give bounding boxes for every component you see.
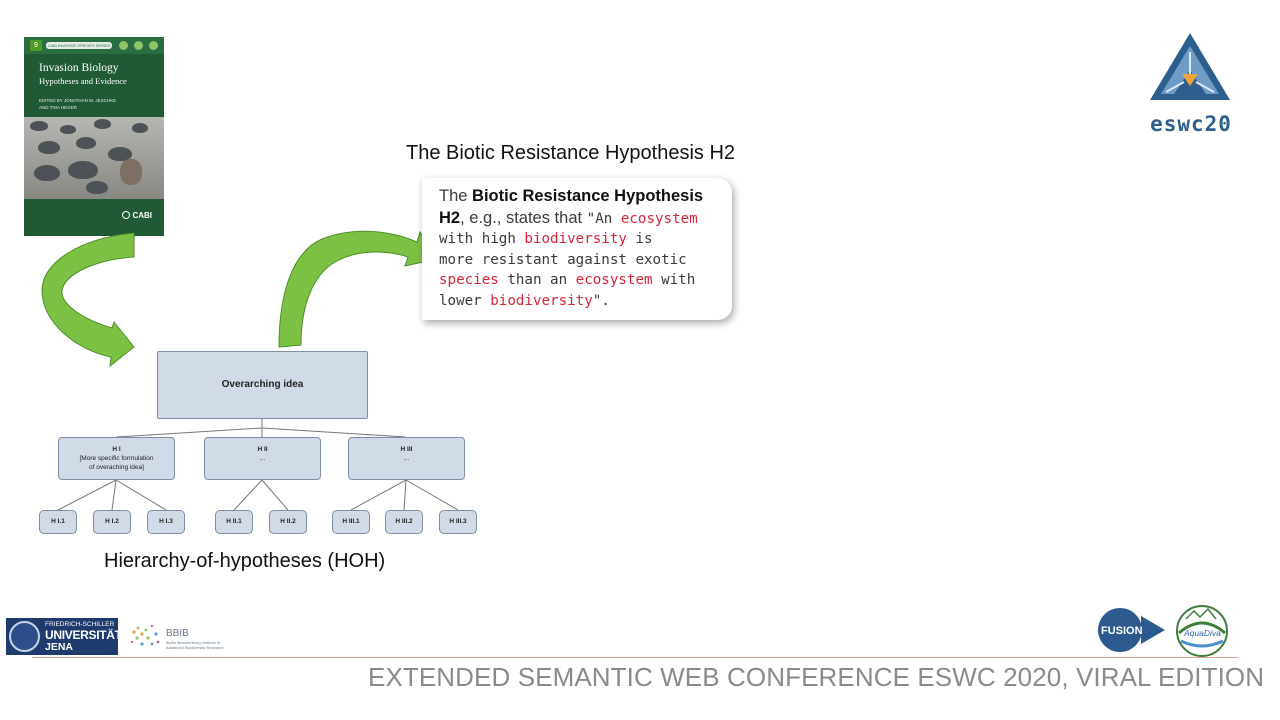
arrow-book-to-hoh — [41, 232, 135, 368]
book-series-number: 9 — [30, 40, 42, 51]
quote-line: lower biodiversity". — [439, 292, 610, 309]
hoh-leaf-h2-2: H II.2 — [269, 510, 307, 534]
university-line1: FRIEDRICH-SCHILLER — [45, 621, 115, 628]
aquadiva-logo: AquaDiva — [1176, 605, 1228, 657]
university-jena-logo: FRIEDRICH-SCHILLER UNIVERSITÄT JENA — [6, 618, 122, 655]
eswc-logo — [1150, 33, 1230, 100]
quote-line: H2, e.g., states that "An ecosystem — [439, 208, 698, 227]
book-subtitle: Hypotheses and Evidence — [39, 76, 127, 86]
hoh-hypothesis-h1: H I [More specific formulation of overac… — [58, 437, 175, 480]
bbib-logo: BBIB Berlin-Brandenburg Institute of Adv… — [128, 622, 243, 656]
cabi-icon — [122, 211, 131, 219]
squirrel-image — [120, 159, 142, 185]
hoh-leaf-h3-3: H III.3 — [439, 510, 477, 534]
hoh-leaf-h1-2: H I.2 — [93, 510, 131, 534]
arrow-hoh-to-quote — [278, 230, 438, 348]
hoh-leaf-h1-3: H I.3 — [147, 510, 185, 534]
aquadiva-logo-text: AquaDiva — [1183, 628, 1221, 638]
fusion-logo-text: FUSION — [1101, 625, 1143, 637]
book-series-label: CABI INVASIVE SPECIES SERIES — [46, 42, 112, 49]
book-editors: EDITED BY JONATHAN M. JESCHKE AND TINA H… — [39, 98, 117, 110]
hoh-hypothesis-h2: H II ... — [204, 437, 321, 480]
conference-title: EXTENDED SEMANTIC WEB CONFERENCE ESWC 20… — [368, 662, 1265, 692]
book-badge-icon — [149, 41, 158, 50]
quote-line: more resistant against exotic — [439, 251, 687, 268]
bbib-name: BBIB — [166, 628, 189, 639]
hoh-hypothesis-h3: H III ... — [348, 437, 465, 480]
book-cover: 9 CABI INVASIVE SPECIES SERIES Invasion … — [24, 37, 164, 236]
university-line3: JENA — [45, 641, 74, 653]
hoh-leaf-h3-1: H III.1 — [332, 510, 370, 534]
bbib-mark-icon — [130, 624, 160, 646]
quote-line: species than an ecosystem with — [439, 272, 696, 288]
book-badge-icon — [134, 41, 143, 50]
book-cover-photo — [24, 117, 164, 199]
hoh-overarching-idea: Overarching idea — [157, 351, 368, 419]
hoh-leaf-h2-1: H II.1 — [215, 510, 253, 534]
eswc-logo-text: eswc20 — [1150, 112, 1232, 136]
university-seal-icon — [9, 621, 40, 652]
quote-line: with high biodiversity is — [439, 231, 653, 247]
book-badge-icon — [119, 41, 128, 50]
quote-line: The Biotic Resistance Hypothesis — [439, 187, 704, 205]
book-publisher: CABI — [122, 211, 152, 220]
hoh-leaf-h3-2: H III.2 — [385, 510, 423, 534]
fusion-logo: FUSION — [1098, 608, 1165, 652]
bbib-subtitle: Berlin-Brandenburg Institute of Advanced… — [166, 640, 224, 650]
hypothesis-title: The Biotic Resistance Hypothesis H2 — [406, 142, 736, 164]
hoh-caption: Hierarchy-of-hypotheses (HOH) — [104, 550, 386, 572]
hoh-leaf-h1-1: H I.1 — [39, 510, 77, 534]
footer-divider — [32, 657, 1238, 658]
book-title: Invasion Biology — [39, 62, 119, 74]
university-line2: UNIVERSITÄT — [45, 628, 122, 642]
